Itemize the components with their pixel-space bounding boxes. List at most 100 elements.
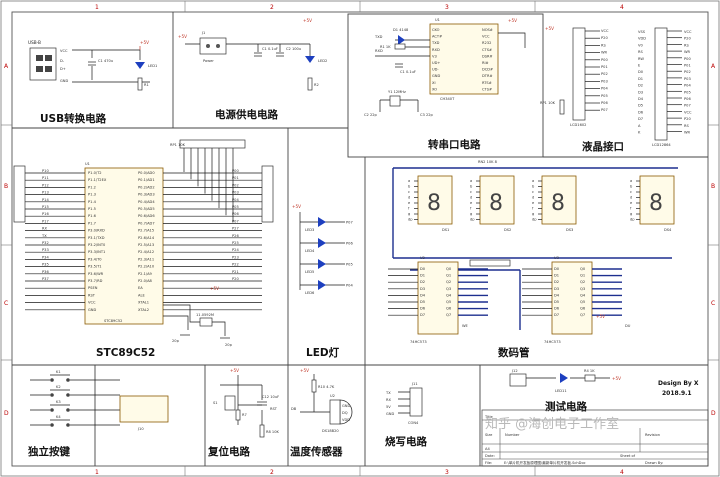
serial-diode-icon [398,35,405,45]
latch-pin-d: D4 [554,293,560,297]
lcd1602-connector [572,27,586,121]
latch-pin-q: Q2 [446,280,451,284]
mcu-net-left: P16 [42,212,49,216]
seven-seg-pin: c [532,190,534,194]
lcd12864-pin: V0 [638,43,643,47]
seven-seg-pin: e [630,201,633,205]
latch-pin-q: Q3 [580,287,585,291]
mcu-pin-right: EA [138,286,143,290]
border-mark-side-d: D [4,410,9,417]
mcu-net-left: P32 [42,241,49,245]
lcd12864-pin-net: RS [684,43,689,47]
seven-seg-pin: c [408,190,410,194]
watermark: 知乎 @海创电子工作室 [485,416,619,432]
mcu-net-left: P36 [42,270,49,274]
border-mark-side-a: A [4,63,9,70]
lcd12864-pin-net: RS [684,124,689,128]
tb-revision: Revision [645,433,660,437]
latch-pin-d: D7 [554,313,559,317]
led-icon [318,259,326,269]
seven-seg-digit-icon: 8 [551,191,565,216]
ch340-pin-left: UD+ [432,61,440,65]
lcd12864-pin: RW [638,57,644,61]
serial-crystal-label: Y1 12MHz [388,90,406,94]
lcd12864-pin-net: P20 [684,37,691,41]
usb-pin-vcc: VCC [60,49,68,53]
mcu-net-left: P17 [42,219,49,223]
seven-seg-label: DS2 [504,228,511,232]
lcd-section-title: 液晶接口 [582,140,624,153]
border-mark-top-2: 2 [270,4,274,11]
tb-date: Date: [485,454,495,458]
mcu-circuit: U1 STC89C52 P1.0/T2P10P1.1/T2EXP11P1.2P1… [13,139,274,359]
tb-drawn: Drawn By: [645,461,663,465]
power-c2-label: C2 100u [286,47,301,51]
latch-pin-q: Q6 [446,307,452,311]
key-label: K4 [56,415,61,419]
ch340-pin-left: XI [432,81,436,85]
keys-section-title: 独立按键 [27,445,70,458]
mcu-net-right: P06 [232,212,239,216]
lcd12864-pin: D4 [638,97,644,101]
usb-pin-dminus: D- [60,59,65,63]
design-by: Design By X [658,380,699,387]
mcu-pin-right: XTAL2 [138,308,149,312]
temp-r-label: R10 4.7K [318,385,335,389]
mcu-net-right: P23 [232,255,239,259]
border-mark-side-b-right: B [711,183,715,190]
border-mark-side-c-right: C [711,300,715,307]
mcu-pin-left: P3.5/T1 [88,265,102,269]
mcu-pin-right: ALE [138,293,145,297]
latch-pin-d: D4 [420,293,426,297]
led-net: P07 [346,221,353,225]
lcd12864-pin: A [638,124,641,128]
mcu-net-right: P25 [232,241,239,245]
lcd12864-pin-net: P01 [684,64,691,68]
tb-size-val: A4 [485,447,490,451]
usb-led-icon [135,62,145,69]
mcu-c2-label: 20p [225,343,233,347]
reset-r2-label: R8 10K [266,430,279,434]
title-block: Title Size Number Revision A4 Date: File… [481,409,709,467]
ch340-pin-left: ACT# [432,35,442,39]
lcd1602-pin-net: P04 [601,87,608,91]
lcd12864-pin-net: WR [684,50,691,54]
power-led-icon [305,56,315,63]
serial-c3-label: C3 22p [420,113,434,117]
tb-size: Size [485,433,493,437]
mcu-pin-left: P1.1/T2EX [88,178,107,182]
test-led-label: LED11 [555,389,567,393]
border-mark-top-4: 4 [620,4,624,11]
lcd12864-pin: RS [638,50,643,54]
ch340-pin-right: NOS# [482,28,493,32]
latch-pin-q: Q3 [446,287,451,291]
seven-seg-digit-icon: 8 [489,191,503,216]
reset-section-title: 复位电路 [207,445,250,458]
lcd12864-label: LCD12864 [652,143,671,147]
test-j-label: J12 [511,369,518,373]
lcd1602-pin-net: P00 [601,58,608,62]
power-switch-label: Power [203,59,214,63]
lcd1602-pin-net: P03 [601,79,608,83]
led-section-title: LED灯 [306,346,340,359]
key-label: K3 [56,400,61,404]
seven-seg-pin: b [630,185,633,189]
section-dividers [12,12,708,466]
reset-r1-label: R7 [242,413,247,417]
usb-section-title: USB转换电路 [40,112,107,125]
border-mark-side-a-right: A [711,63,716,70]
mcu-net-left: P35 [42,263,49,267]
mcu-net-right: P05 [232,205,239,209]
seven-seg-label: DS1 [442,228,449,232]
seven-seg-pin: a [470,179,472,183]
ch340-pin-left: GND [432,74,440,78]
power-section-title: 电源供电电路 [215,108,278,121]
border-mark-bottom-4: 4 [620,469,624,476]
prog-connector [409,387,423,417]
serial-diode-label: D1 4148 [393,28,409,32]
test-circuit: J12 LED11 R4 1K +5V 测试电路 Design By X 201… [509,369,699,413]
usb-pin-gnd: GND [60,79,68,83]
lcd1602-pin-net: P06 [601,101,608,105]
mcu-section-title: STC89C52 [96,347,155,359]
